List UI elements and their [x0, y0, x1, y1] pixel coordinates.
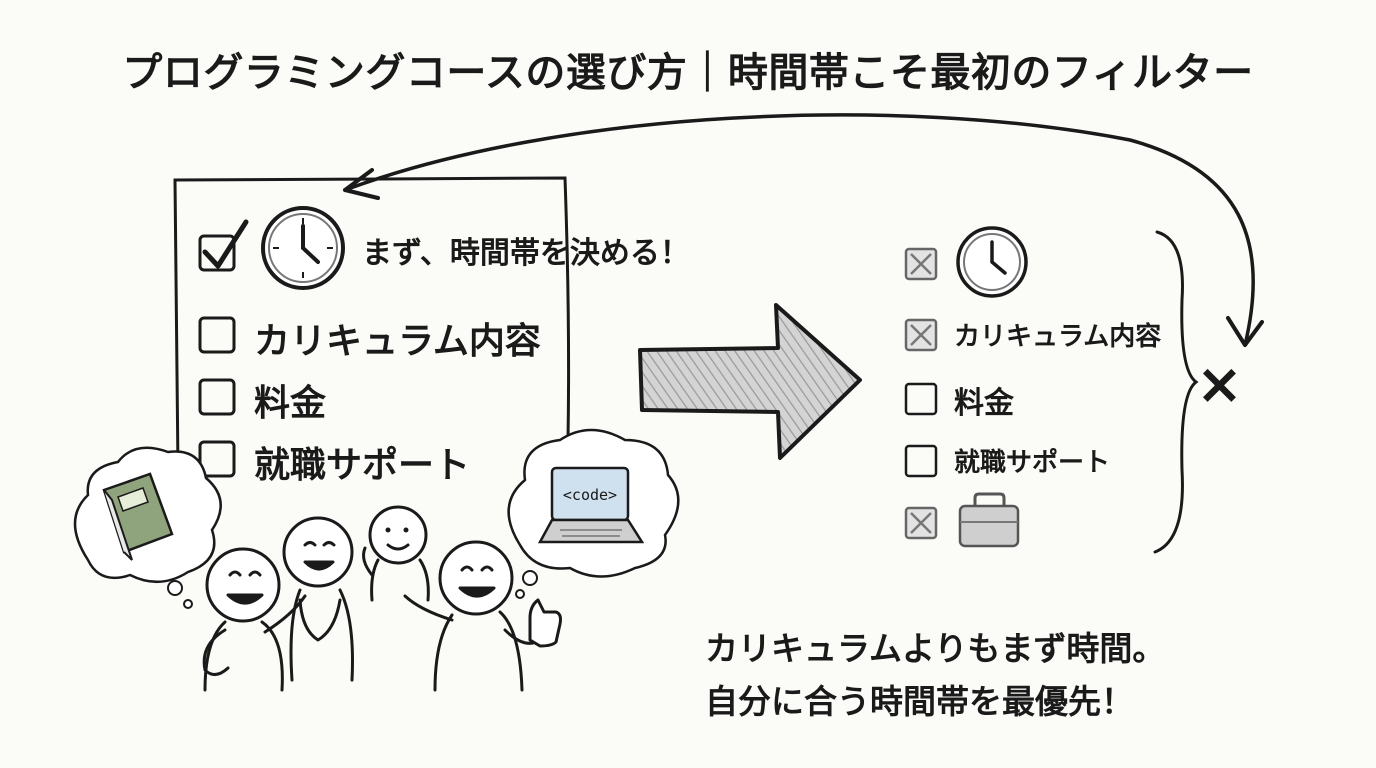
left-checkbox-2[interactable] — [198, 316, 236, 354]
right-checkbox-5[interactable] — [904, 506, 938, 540]
curly-brace — [1153, 230, 1199, 554]
left-checkbox-3[interactable] — [198, 378, 236, 416]
briefcase-icon — [958, 492, 1020, 548]
left-item-label-3: 料金 — [254, 383, 327, 424]
laptop-icon — [537, 466, 645, 544]
left-checklist-frame — [173, 176, 571, 472]
thought-bubble-laptop — [507, 428, 680, 599]
right-checkbox-1[interactable] — [904, 247, 938, 281]
laptop-screen-text: <code> — [563, 486, 617, 504]
happy-people — [202, 505, 562, 692]
clock-icon — [956, 226, 1028, 298]
return-arrow-head-down — [1226, 316, 1264, 347]
page-title: プログラミングコースの選び方｜時間帯こそ最初のフィルター — [122, 50, 1254, 96]
left-checkbox-4[interactable] — [198, 440, 236, 478]
left-item-label-4: 就職サポート — [254, 445, 471, 486]
left-item-label-2: カリキュラム内容 — [254, 321, 541, 362]
book-icon — [102, 472, 174, 561]
thought-bubble-book — [73, 446, 222, 609]
caption: カリキュラムよりもまず時間。 自分に合う時間帯を最優先！ — [705, 622, 1165, 728]
right-checkbox-3[interactable] — [904, 382, 938, 416]
big-right-arrow — [638, 303, 862, 460]
return-arrow-head-left — [343, 168, 380, 200]
reject-mark: × — [1196, 352, 1243, 417]
right-checkbox-2[interactable] — [904, 318, 938, 352]
return-arrow — [343, 113, 1255, 347]
right-item-label-2: カリキュラム内容 — [954, 322, 1162, 352]
check-icon — [202, 219, 249, 269]
right-item-label-4: 就職サポート — [954, 448, 1111, 478]
right-item-label-3: 料金 — [954, 386, 1014, 421]
left-item-label-1: まず、時間帯を決める！ — [362, 236, 690, 271]
caption-line-1: カリキュラムよりもまず時間。 — [705, 629, 1166, 668]
right-checkbox-4[interactable] — [904, 444, 938, 478]
caption-line-2: 自分に合う時間帯を最優先！ — [705, 682, 1134, 721]
clock-icon — [261, 206, 345, 290]
left-checkbox-1[interactable] — [198, 219, 249, 272]
